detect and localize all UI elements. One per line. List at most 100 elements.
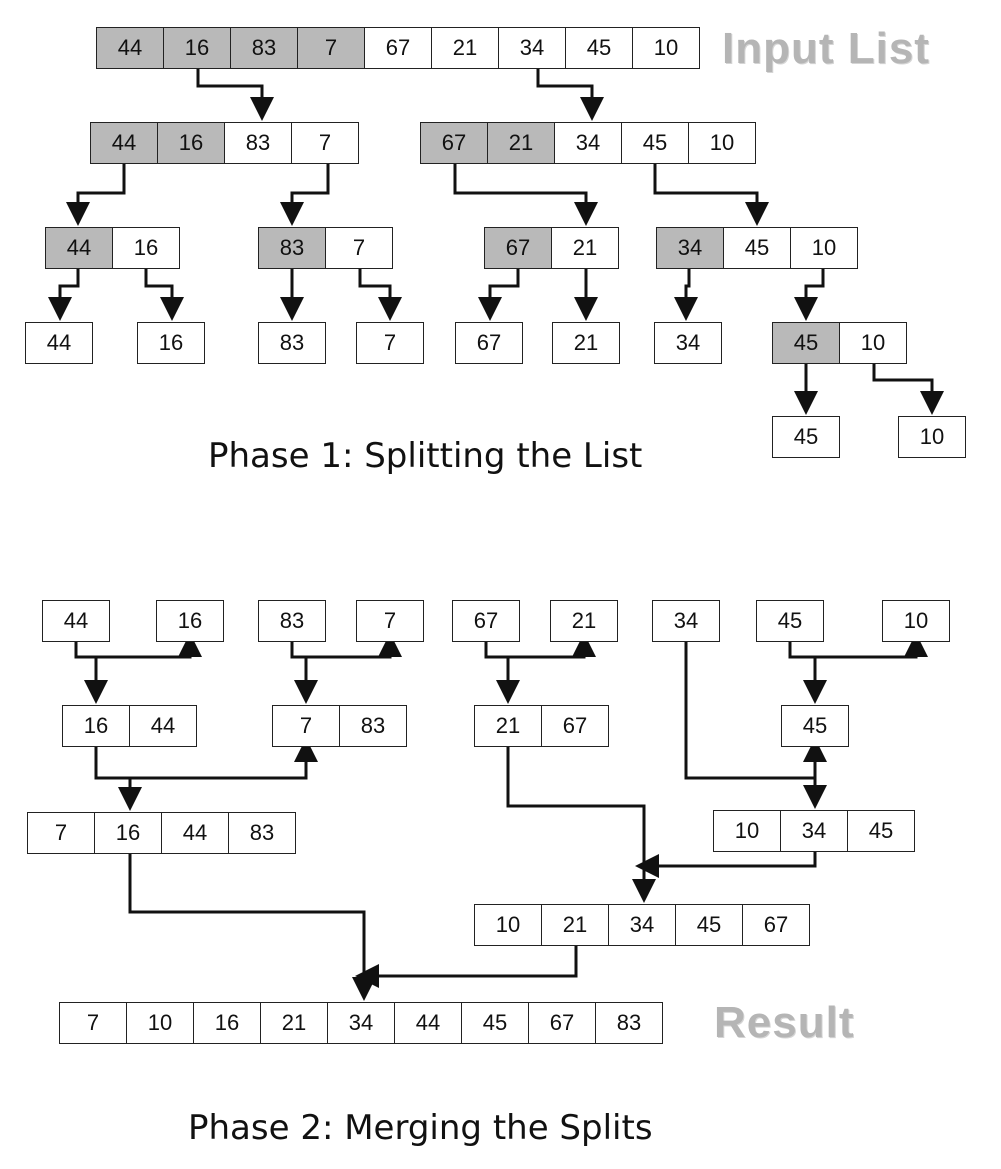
merge-arrow bbox=[290, 633, 402, 659]
list-cell: 34 bbox=[654, 322, 722, 364]
phase2-singles-group: 83 bbox=[258, 600, 326, 642]
list-cell: 16 bbox=[62, 705, 130, 747]
list-cell: 83 bbox=[258, 600, 326, 642]
list-cell: 44 bbox=[96, 27, 164, 69]
list-cell: 10 bbox=[790, 227, 858, 269]
phase1-level4-group: 10 bbox=[898, 416, 966, 458]
list-cell: 34 bbox=[498, 27, 566, 69]
list-cell: 7 bbox=[325, 227, 393, 269]
phase2-pairs-group: 45 bbox=[781, 705, 849, 747]
list-cell: 45 bbox=[461, 1002, 529, 1044]
phase1-level4-group: 45 bbox=[772, 416, 840, 458]
list-cell: 10 bbox=[898, 416, 966, 458]
phase1-level3-group: 34 bbox=[654, 322, 722, 364]
split-arrow bbox=[653, 164, 769, 226]
split-arrow bbox=[144, 269, 184, 321]
merge-arrow bbox=[355, 946, 578, 988]
list-cell: 45 bbox=[756, 600, 824, 642]
list-cell: 10 bbox=[126, 1002, 194, 1044]
list-cell: 16 bbox=[193, 1002, 261, 1044]
merge-arrow bbox=[496, 655, 535, 704]
list-cell: 7 bbox=[291, 122, 359, 164]
list-cell: 83 bbox=[595, 1002, 663, 1044]
list-cell: 45 bbox=[772, 416, 840, 458]
list-cell: 21 bbox=[541, 904, 609, 946]
phase1-level3-group: 44 bbox=[25, 322, 93, 364]
list-cell: 16 bbox=[137, 322, 205, 364]
list-cell: 34 bbox=[608, 904, 676, 946]
phase1-level3-group: 7 bbox=[356, 322, 424, 364]
list-cell: 16 bbox=[156, 600, 224, 642]
list-cell: 34 bbox=[327, 1002, 395, 1044]
list-cell: 45 bbox=[723, 227, 791, 269]
list-cell: 44 bbox=[45, 227, 113, 269]
merge-arrow bbox=[684, 642, 827, 780]
merge-arrow bbox=[803, 655, 853, 704]
list-cell: 10 bbox=[632, 27, 700, 69]
list-cell: 83 bbox=[258, 322, 326, 364]
phase1-level3-group: 83 bbox=[258, 322, 326, 364]
split-arrow bbox=[794, 269, 825, 321]
split-arrow bbox=[453, 164, 598, 226]
list-cell: 83 bbox=[230, 27, 298, 69]
list-cell: 34 bbox=[554, 122, 622, 164]
list-cell: 83 bbox=[224, 122, 292, 164]
split-arrow bbox=[196, 69, 274, 121]
phase2-singles-group: 67 bbox=[452, 600, 520, 642]
split-arrow bbox=[66, 164, 126, 226]
list-cell: 10 bbox=[839, 322, 907, 364]
list-cell: 21 bbox=[550, 600, 618, 642]
list-cell: 45 bbox=[847, 810, 915, 852]
list-cell: 21 bbox=[552, 322, 620, 364]
list-cell: 21 bbox=[474, 705, 542, 747]
list-cell: 16 bbox=[163, 27, 231, 69]
list-cell: 34 bbox=[656, 227, 724, 269]
split-arrow bbox=[358, 269, 402, 321]
list-cell: 7 bbox=[59, 1002, 127, 1044]
split-arrow bbox=[536, 69, 604, 121]
list-cell: 34 bbox=[652, 600, 720, 642]
merge-arrow bbox=[74, 633, 202, 659]
list-cell: 44 bbox=[42, 600, 110, 642]
input-list-label: Input List bbox=[722, 24, 930, 73]
list-cell: 67 bbox=[455, 322, 523, 364]
phase2-singles-group: 44 bbox=[42, 600, 110, 642]
list-cell: 10 bbox=[474, 904, 542, 946]
merge-arrow bbox=[506, 747, 656, 903]
list-cell: 21 bbox=[431, 27, 499, 69]
list-cell: 16 bbox=[112, 227, 180, 269]
list-cell: 45 bbox=[621, 122, 689, 164]
list-cell: 45 bbox=[781, 705, 849, 747]
list-cell: 7 bbox=[272, 705, 340, 747]
list-cell: 7 bbox=[297, 27, 365, 69]
split-arrow bbox=[872, 364, 944, 415]
phase2-singles-group: 45 bbox=[756, 600, 824, 642]
phase2-singles-group: 16 bbox=[156, 600, 224, 642]
list-cell: 67 bbox=[528, 1002, 596, 1044]
list-cell: 21 bbox=[260, 1002, 328, 1044]
split-arrow bbox=[280, 164, 330, 226]
list-cell: 16 bbox=[94, 812, 162, 854]
merge-arrow bbox=[84, 655, 133, 704]
list-cell: 21 bbox=[551, 227, 619, 269]
result-label: Result bbox=[714, 998, 855, 1047]
list-cell: 83 bbox=[228, 812, 296, 854]
list-cell: 83 bbox=[258, 227, 326, 269]
list-cell: 45 bbox=[772, 322, 840, 364]
list-cell: 34 bbox=[780, 810, 848, 852]
split-arrow bbox=[674, 269, 698, 321]
list-cell: 7 bbox=[27, 812, 95, 854]
merge-arrow bbox=[635, 852, 817, 878]
list-cell: 7 bbox=[356, 322, 424, 364]
